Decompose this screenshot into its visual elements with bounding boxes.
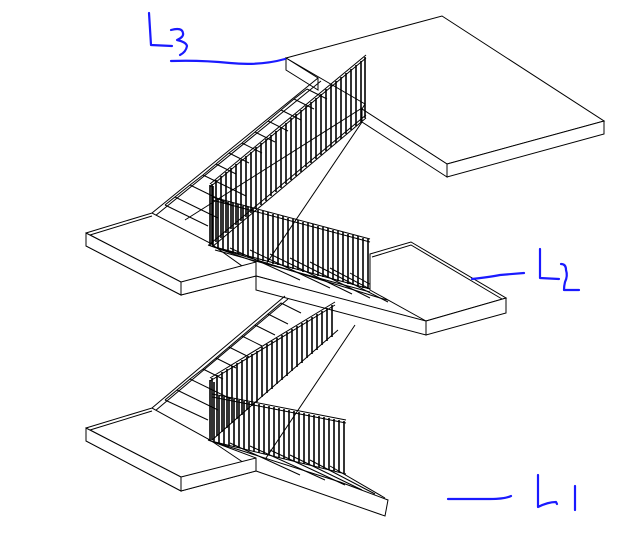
- lower-intermediate-landing: [85, 407, 258, 492]
- top-slab-l3: [284, 15, 606, 178]
- l1-flight-railing: [209, 380, 347, 475]
- l2-flight-railing: [209, 185, 371, 293]
- l1-letter-l: [536, 473, 559, 509]
- l2-leader-line: [470, 271, 526, 281]
- level-annotation-l2: L2: [0, 0, 581, 292]
- lower-flight-treads: [164, 302, 302, 421]
- l3-letter-l: [147, 11, 174, 48]
- level-annotation-l1: L1: [0, 0, 577, 512]
- l3-digit-3: [169, 27, 189, 57]
- l2-label: L2: [0, 0, 18, 4]
- upper-flight-railing: [209, 54, 367, 248]
- upper-intermediate-landing: [85, 212, 258, 296]
- l2-letter-l: [538, 247, 561, 281]
- level-annotation-l3: L3: [0, 0, 287, 65]
- l3-label: L3: [0, 0, 18, 4]
- l1-flight: [207, 380, 389, 517]
- l1-label: L1: [0, 0, 18, 4]
- l2-slab: [207, 241, 508, 336]
- lower-flight-railing: [209, 301, 339, 441]
- l1-leader-line: [446, 494, 513, 501]
- upper-stair-flight: [151, 54, 367, 277]
- lower-stair-flight: [151, 295, 356, 471]
- l3-leader-line: [169, 57, 287, 65]
- l2-digit-2: [559, 262, 581, 292]
